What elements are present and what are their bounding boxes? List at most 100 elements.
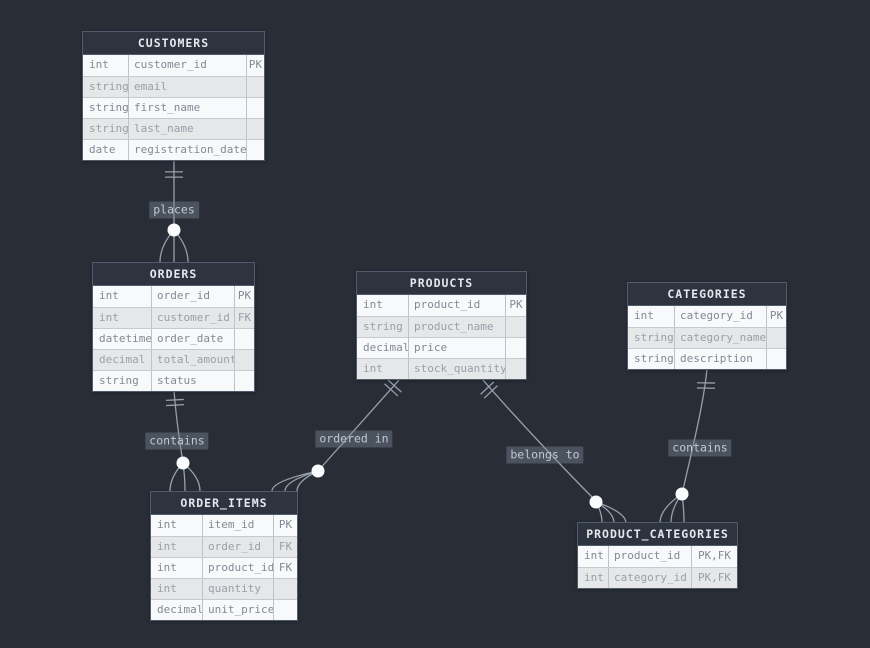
field-type: int [357, 359, 409, 379]
field-key [247, 119, 264, 139]
field-type: string [628, 328, 675, 348]
field-key [767, 349, 786, 369]
field-name: first_name [129, 98, 247, 118]
table-title-order_items[interactable]: ORDER_ITEMS [151, 492, 297, 515]
field-type: int [93, 308, 152, 328]
field-name: category_id [675, 306, 767, 327]
field-type: int [151, 515, 203, 536]
field-type: int [357, 295, 409, 316]
field-key: FK [278, 540, 293, 553]
field-name: quantity [203, 579, 274, 599]
field-name: category_id [609, 568, 692, 588]
field-type: decimal [151, 600, 203, 620]
field-type: date [83, 140, 129, 160]
field-name: stock_quantity [409, 359, 506, 379]
field-name: description [675, 349, 767, 369]
field-key [247, 140, 264, 160]
field-type: int [151, 579, 203, 599]
field-name: order_id [203, 537, 274, 557]
relationship-ordered-in[interactable] [271, 379, 402, 492]
field-type: int [93, 286, 152, 307]
field-key: PK [248, 58, 263, 71]
relationship-contains-orders[interactable] [165, 389, 201, 492]
relationship-label-belongs-to[interactable]: belongs to [506, 446, 584, 464]
field-type: string [93, 371, 152, 391]
relationship-places[interactable] [159, 160, 189, 263]
field-key [235, 329, 254, 349]
field-key [247, 98, 264, 118]
field-type: int [151, 558, 203, 578]
field-name: status [152, 371, 235, 391]
relationship-label-places[interactable]: places [149, 201, 199, 219]
relationship-label-contains-categories[interactable]: contains [668, 439, 732, 457]
field-type: string [83, 119, 129, 139]
field-type: string [83, 77, 129, 97]
relationship-label-ordered-in[interactable]: ordered in [315, 430, 393, 448]
field-key: PK [769, 309, 784, 322]
field-key [235, 371, 254, 391]
relationship-belongs-to[interactable] [480, 379, 627, 524]
field-name: product_id [203, 558, 274, 578]
field-type: int [578, 546, 609, 567]
table-title-customers[interactable]: CUSTOMERS [83, 32, 264, 55]
field-name: product_id [409, 295, 506, 316]
field-type: string [628, 349, 675, 369]
field-name: order_date [152, 329, 235, 349]
relationship-label-contains-orders[interactable]: contains [145, 432, 209, 450]
field-type: int [151, 537, 203, 557]
field-key: FK [237, 311, 252, 324]
field-name: product_id [609, 546, 692, 567]
table-title-products[interactable]: PRODUCTS [357, 272, 526, 295]
field-key [247, 77, 264, 97]
table-title-product_categories[interactable]: PRODUCT_CATEGORIES [578, 523, 737, 546]
field-name: customer_id [152, 308, 235, 328]
field-key: PK,FK [697, 571, 732, 584]
field-key: PK,FK [697, 549, 732, 562]
field-key [506, 359, 526, 379]
field-name: item_id [203, 515, 274, 536]
field-type: int [628, 306, 675, 327]
field-type: datetime [93, 329, 152, 349]
table-title-categories[interactable]: CATEGORIES [628, 283, 786, 306]
field-name: unit_price [203, 600, 274, 620]
table-title-orders[interactable]: ORDERS [93, 263, 254, 286]
field-name: product_name [409, 317, 506, 337]
field-type: string [83, 98, 129, 118]
field-name: order_id [152, 286, 235, 307]
field-key [506, 338, 526, 358]
relationship-contains-categories[interactable] [659, 367, 716, 524]
field-name: registration_date [129, 140, 247, 160]
